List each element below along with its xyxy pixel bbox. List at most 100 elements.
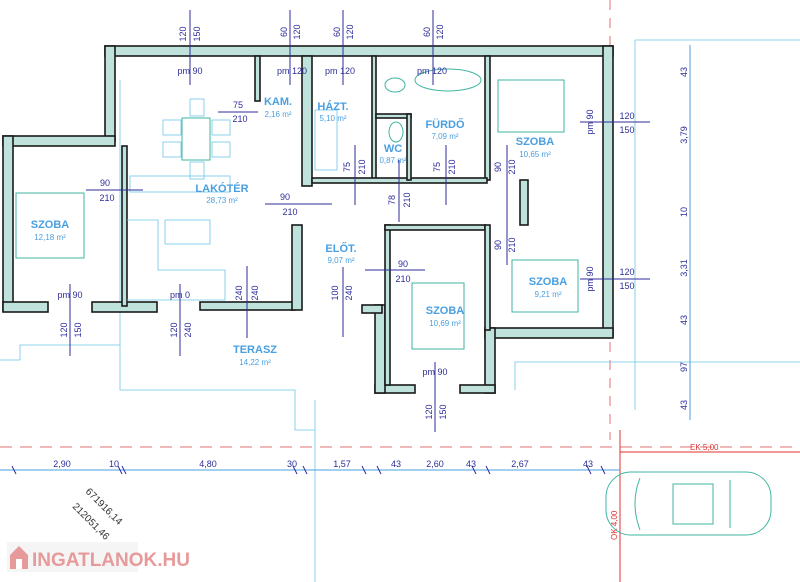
dim-label: 120 [424,404,434,419]
room-area: 7,09 m² [431,132,458,141]
dim-label: 30 [287,459,297,469]
bed [15,192,85,259]
dim-label: 10 [109,459,119,469]
dim-label: 4,80 [199,459,217,469]
dim-label: 43 [583,459,593,469]
dim-label: 60 [279,27,289,37]
room-name: HÁZT. [317,100,348,113]
dim-label: 120 [619,267,634,277]
dim-label: 150 [619,125,634,135]
room-name: SZOBA [516,136,555,148]
dim-label: 120 [292,24,302,39]
dim-label: 43 [391,459,401,469]
dim-label: 210 [282,207,297,217]
room-area: 0,87 m² [379,156,406,165]
room-name: SZOBA [426,305,465,317]
toilet [384,77,406,93]
dim-label: 100 [330,285,340,300]
dim-label: 90 [493,240,503,250]
dim-label: 90 [493,162,503,172]
room-name: FÜRDŐ [425,118,465,131]
dining-table [181,117,211,161]
dim-label: 120 [345,24,355,39]
walls [2,45,614,394]
watermark-logo: INGATLANOK.HU [7,542,190,572]
bathtub [414,68,482,92]
dim-label: 75 [233,100,243,110]
dim-label: 43 [679,400,689,410]
dim-label: 120 [178,26,188,41]
room-area: 10,65 m² [519,150,551,159]
furniture [15,68,579,350]
dim-label: 210 [357,159,367,174]
sill-label: pm 90 [177,66,202,76]
room-name: WC [384,143,402,155]
dim-label: 210 [99,193,114,203]
dim-label: 60 [422,27,432,37]
dim-label: 90 [100,178,110,188]
dim-label: 2,90 [53,459,71,469]
dim-label: 75 [432,162,442,172]
car-icon [605,471,772,536]
dim-label: 43 [466,459,476,469]
dim-label: 43 [679,67,689,77]
dim-label: 3,31 [679,259,689,277]
room-area: 28,73 m² [206,196,238,205]
dim-label: 2,67 [511,459,529,469]
right-dimension-line: 43 3,79 10 3,31 43 97 43 [679,45,691,420]
dim-label: 210 [395,274,410,284]
dim-label: 210 [447,159,457,174]
dim-label: 97 [679,362,689,372]
room-name: TERASZ [233,344,277,356]
parking-area: EK 5,00 OK 4,00 [605,443,772,540]
dim-label: 210 [507,237,517,252]
dim-label: 75 [342,162,352,172]
dim-label: 120 [59,322,69,337]
room-area: 10,69 m² [429,319,461,328]
dim-label: 150 [192,26,202,41]
house-icon [10,546,28,569]
dim-label: 150 [438,404,448,419]
toilet [388,121,404,143]
dim-label: 120 [619,111,634,121]
logo-text: INGATLANOK.HU [32,550,190,571]
room-area: 12,18 m² [34,233,66,242]
dim-label: 240 [344,285,354,300]
sill-label: pm 120 [325,66,355,76]
ok-label: OK 4,00 [610,510,619,540]
room-name: KAM. [264,96,292,108]
dim-label: 2,60 [426,459,444,469]
room-name: LAKÓTÉR [195,182,248,195]
room-name: ELŐT. [325,242,356,255]
dim-label: 78 [387,195,397,205]
bed [511,259,579,313]
dim-label: 210 [232,114,247,124]
dim-label: 43 [679,315,689,325]
room-area: 9,07 m² [327,256,354,265]
dim-label: 150 [619,281,634,291]
dim-label: 60 [332,27,342,37]
room-area: 14,22 m² [239,358,271,367]
opening-labels: 120 150 60 120 60 120 60 120 pm 90 pm 12… [57,10,650,432]
dim-label: 210 [507,159,517,174]
room-labels: KAM. 2,16 m² HÁZT. 5,10 m² FÜRDŐ 7,09 m²… [31,96,568,367]
dim-label: 3,79 [679,126,689,144]
sill-label: pm 120 [277,66,307,76]
dim-label: 120 [435,24,445,39]
room-area: 5,10 m² [319,114,346,123]
dim-label: 90 [398,259,408,269]
bed [497,79,565,133]
dim-label: 90 [280,192,290,202]
dim-label: 10 [679,207,689,217]
room-area: 2,16 m² [264,110,291,119]
ek-label: EK 5,00 [690,443,719,452]
dim-label: 1,57 [333,459,351,469]
room-name: SZOBA [529,276,568,288]
dim-label: 240 [183,322,193,337]
sill-label: pm 120 [417,66,447,76]
room-name: SZOBA [31,219,70,231]
dim-label: 210 [402,192,412,207]
bottom-dimension-line: 2,90 10 4,80 30 1,57 43 2,60 43 2,67 43 [0,459,620,475]
